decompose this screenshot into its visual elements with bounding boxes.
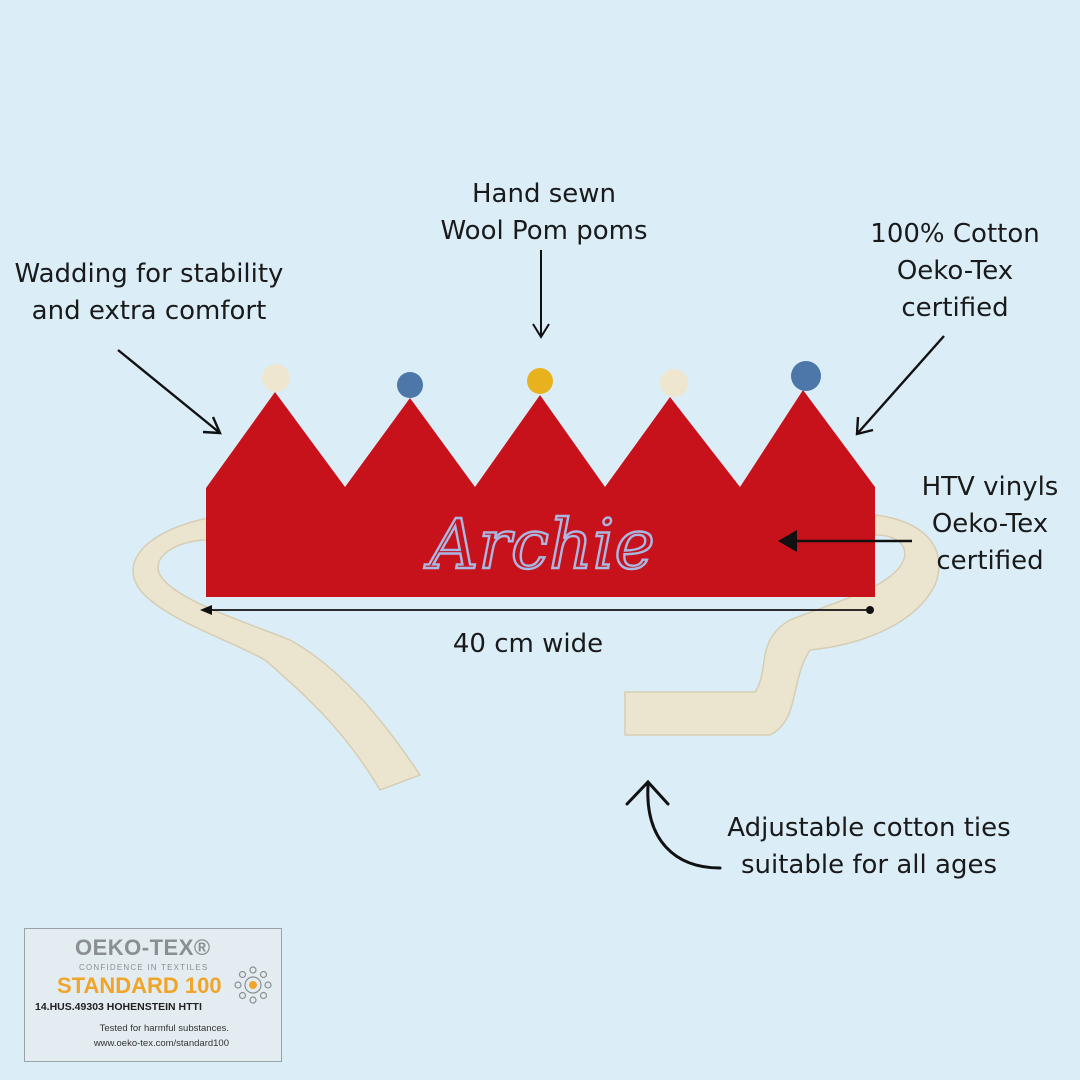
crown-body: [206, 390, 875, 597]
oeko-tex-emblem-icon: [234, 966, 272, 1004]
pompom: [262, 364, 290, 392]
arrow-pompoms: [532, 250, 550, 339]
pompom: [397, 372, 423, 398]
wadding-annotation: Wadding for stability and extra comfort: [14, 259, 284, 326]
pompom: [791, 361, 821, 391]
arrow-ties: [625, 779, 722, 870]
cotton-annotation: 100% Cotton Oeko-Tex certified: [870, 219, 1040, 323]
pompom: [660, 369, 688, 397]
ties-annotation: Adjustable cotton ties suitable for all …: [727, 813, 1011, 880]
pompom: [527, 368, 553, 394]
arrow-cotton: [855, 335, 945, 436]
arrow-htv: [778, 530, 912, 552]
arrow-wadding: [117, 349, 222, 435]
badge-url: www.oeko-tex.com/standard100: [93, 1038, 229, 1049]
oeko-tex-badge: OEKO-TEX® CONFIDENCE IN TEXTILES STANDAR…: [24, 928, 282, 1062]
crown-name: Archie: [423, 506, 654, 585]
right-tie: [624, 514, 940, 736]
pompoms-annotation: Hand sewn Wool Pom poms: [440, 179, 648, 246]
badge-brand: OEKO-TEX®: [75, 935, 211, 960]
badge-tested: Tested for harmful substances.: [99, 1023, 229, 1034]
width-dimension-line: [200, 605, 874, 615]
badge-standard: STANDARD 100: [57, 973, 222, 998]
htv-annotation: HTV vinyls Oeko-Tex certified: [921, 472, 1059, 576]
left-tie: [132, 517, 422, 791]
width-annotation: 40 cm wide: [452, 629, 604, 659]
badge-code: 14.HUS.49303 HOHENSTEIN HTTI: [35, 1001, 202, 1013]
badge-tagline: CONFIDENCE IN TEXTILES: [79, 963, 209, 972]
